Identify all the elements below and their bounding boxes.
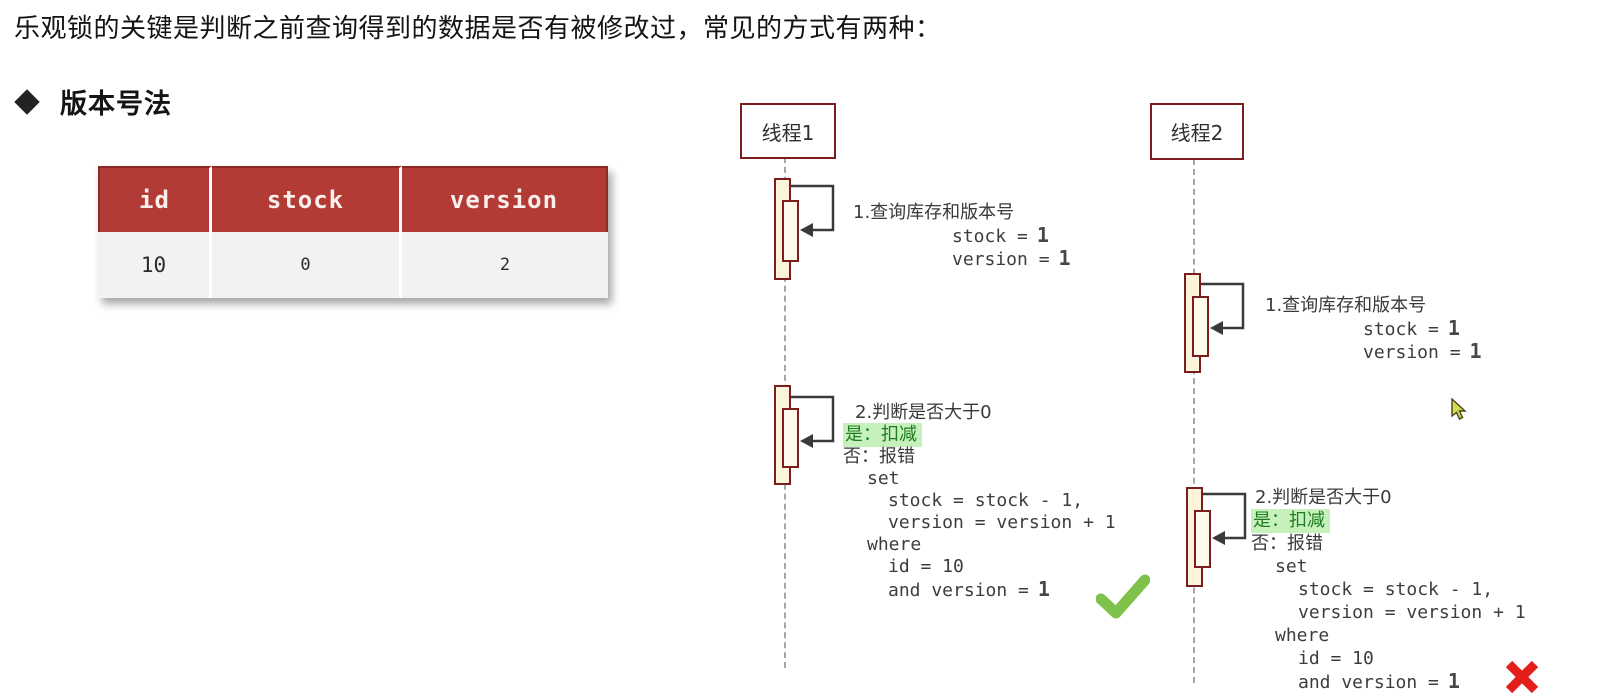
thread1-self-message-arrow-2: [791, 395, 835, 448]
where-version-value: 1: [1037, 577, 1050, 601]
sql-where-version: and version = 1: [1251, 669, 1526, 694]
stock-line: stock = 1: [1265, 316, 1482, 341]
failure-cross-icon: [1505, 660, 1539, 694]
section-title: 版本号法: [60, 89, 172, 120]
column-header-stock: stock: [212, 166, 402, 232]
sql-where: where: [867, 534, 922, 555]
step-title: 1.查询库存和版本号: [1265, 295, 1427, 316]
version-label: version =: [952, 249, 1050, 270]
thread2-self-message-arrow-2: [1203, 492, 1247, 545]
cursor-shape: [1451, 398, 1467, 420]
sql-where-id: id = 10: [1298, 648, 1374, 669]
yes-highlight: 是：扣减: [1251, 509, 1330, 533]
stock-value: 1: [1447, 316, 1460, 340]
version-line: version = 1: [853, 246, 1071, 271]
sql-set-version: version = version + 1: [1298, 602, 1526, 623]
where-version-label: and version =: [888, 580, 1029, 601]
thread1-self-message-arrow-1: [791, 184, 835, 237]
arrowhead: [800, 434, 813, 448]
thread2-step2-note: 2.判断是否大于0 是：扣减 否：报错 set stock = stock - …: [1251, 486, 1526, 693]
arrow-line: [791, 395, 835, 443]
no-line: 否：报错: [843, 446, 915, 467]
section-header: 版本号法: [14, 82, 172, 121]
thread2-self-message-arrow-1: [1201, 282, 1245, 335]
arrow-line: [791, 184, 835, 232]
yes-highlight: 是：扣减: [843, 423, 922, 447]
thread2-lifeline: [1193, 159, 1195, 683]
thread1-step2-note: 2.判断是否大于0 是：扣减 否：报错 set stock = stock - …: [843, 402, 1116, 601]
stock-label: stock =: [1363, 319, 1439, 340]
cell-id: 10: [98, 232, 212, 298]
thread2-activation2-inner: [1194, 510, 1211, 568]
thread1-actor-box: 线程1: [740, 103, 836, 159]
no-line: 否：报错: [1251, 533, 1323, 554]
thread1-activation2-inner: [782, 408, 799, 468]
cross-stroke-2: [1505, 660, 1539, 694]
yes-line: 是：扣减: [843, 423, 1116, 447]
version-line: version = 1: [1265, 339, 1482, 364]
sql-where: where: [1275, 625, 1330, 646]
sql-set-stock: stock = stock - 1,: [888, 490, 1084, 511]
table-row: 10 0 2: [98, 232, 608, 298]
thread2-step1-note: 1.查询库存和版本号 stock =1 version =1: [1265, 294, 1482, 363]
arrowhead: [1212, 531, 1225, 545]
yes-line: 是：扣减: [1251, 509, 1526, 533]
column-header-id: id: [98, 166, 212, 232]
thread1-step1-note: 1.查询库存和版本号 stock =1 version =1: [853, 201, 1071, 270]
sql-set: set: [1275, 556, 1308, 577]
step-title: 2.判断是否大于0: [1255, 487, 1392, 508]
sql-set-version: version = version + 1: [888, 512, 1116, 533]
cell-stock: 0: [212, 232, 402, 298]
sql-set: set: [867, 468, 900, 489]
where-version-value: 1: [1447, 669, 1460, 693]
check-stroke: [1096, 574, 1150, 619]
column-header-version: version: [402, 166, 608, 232]
sql-set-stock: stock = stock - 1,: [1298, 579, 1494, 600]
page-title: 乐观锁的关键是判断之前查询得到的数据是否有被修改过，常见的方式有两种：: [14, 14, 942, 44]
thread2-activation1-inner: [1192, 296, 1209, 357]
stock-label: stock =: [952, 226, 1028, 247]
version-value: 1: [1058, 246, 1071, 270]
version-value: 1: [1469, 339, 1482, 363]
version-label: version =: [1363, 342, 1461, 363]
sql-where-version: and version = 1: [843, 577, 1116, 601]
arrow-line: [1203, 492, 1247, 540]
arrowhead: [800, 223, 813, 237]
step-title: 2.判断是否大于0: [855, 402, 992, 423]
thread2-name: 线程2: [1170, 121, 1224, 145]
stock-table: id stock version 10 0 2: [98, 166, 608, 298]
stock-line: stock = 1: [853, 223, 1071, 248]
thread1-name: 线程1: [761, 120, 815, 145]
stock-value: 1: [1036, 223, 1049, 247]
diamond-bullet-icon: [14, 88, 40, 115]
sql-where-id: id = 10: [888, 556, 964, 577]
table-header-row: id stock version: [98, 166, 608, 232]
cell-version: 2: [402, 232, 608, 298]
thread1-activation1-inner: [782, 200, 799, 262]
step-title: 1.查询库存和版本号: [853, 202, 1015, 223]
arrowhead: [1210, 321, 1223, 335]
arrow-line: [1201, 282, 1245, 330]
thread2-actor-box: 线程2: [1150, 103, 1244, 160]
where-version-label: and version =: [1298, 672, 1439, 693]
mouse-cursor-icon: [1451, 398, 1467, 420]
success-check-icon: [1096, 574, 1150, 619]
